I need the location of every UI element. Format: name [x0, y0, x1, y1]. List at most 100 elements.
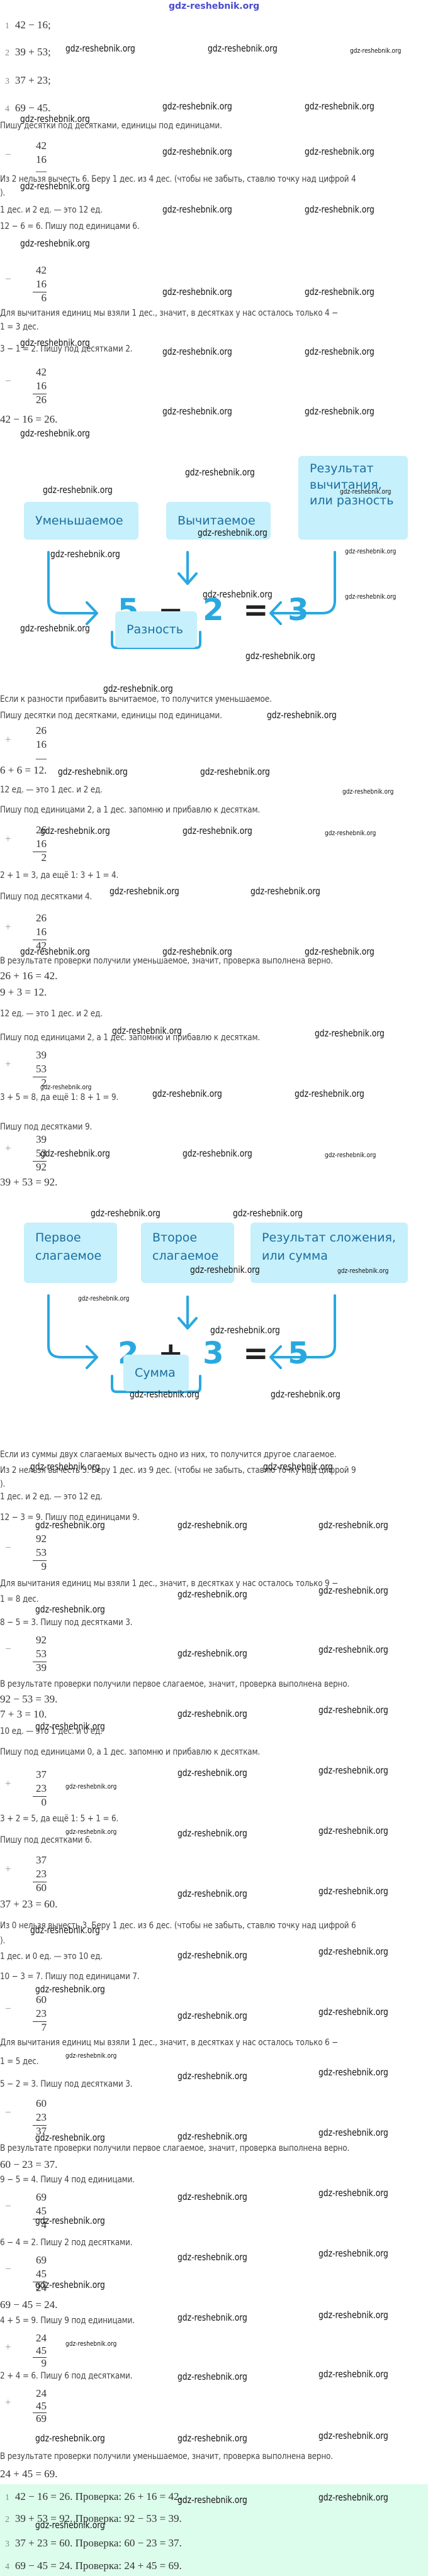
watermark: gdz-reshebnik.org: [35, 2132, 105, 2143]
watermark: gdz-reshebnik.org: [318, 1946, 388, 1957]
step-text: 12 ед. — это 1 дес. и 2 ед.: [0, 1009, 103, 1019]
verdict-text: В результате проверки получили уменьшаем…: [0, 2451, 333, 2462]
watermark: gdz-reshebnik.org: [35, 1984, 105, 1995]
watermark: gdz-reshebnik.org: [318, 2492, 388, 2503]
step-text: 9 − 5 = 4. Пишу 4 под единицами.: [0, 2175, 135, 2185]
step-text: Для вычитания единиц мы взяли 1 дес., зн…: [0, 1579, 339, 1589]
watermark: gdz-reshebnik.org: [65, 2051, 117, 2060]
watermark: gdz-reshebnik.org: [318, 2006, 388, 2018]
watermark: gdz-reshebnik.org: [350, 47, 402, 55]
step-text: 12 ед. — это 1 дес. и 2 ед.: [0, 785, 103, 795]
verdict-text: В результате проверки получили первое сл…: [0, 2143, 350, 2153]
step-text: 3 − 1 = 2. Пишу под десятками 2.: [0, 344, 133, 354]
step-text: 7 + 3 = 10.: [0, 1708, 47, 1720]
watermark: gdz-reshebnik.org: [233, 1208, 303, 1219]
arrowhead-icon: [86, 601, 98, 625]
task-item: 2 39 + 53;: [5, 46, 51, 58]
watermark: gdz-reshebnik.org: [162, 286, 232, 297]
watermark: gdz-reshebnik.org: [35, 2215, 105, 2226]
watermark: gdz-reshebnik.org: [177, 1519, 247, 1531]
step-text: 1 дес. и 0 ед. — это 10 ед.: [0, 1951, 103, 1962]
watermark: gdz-reshebnik.org: [78, 1294, 130, 1302]
arrowhead-icon: [177, 1317, 198, 1330]
watermark: gdz-reshebnik.org: [318, 2430, 388, 2441]
step-text: Из 2 нельзя вычесть 3. Беру 1 дес. из 9 …: [0, 1465, 356, 1475]
arrow-result: [271, 551, 336, 614]
watermark: gdz-reshebnik.org: [20, 946, 90, 957]
watermark: gdz-reshebnik.org: [40, 1083, 92, 1091]
watermark: gdz-reshebnik.org: [35, 2433, 105, 2444]
result-line: 60 − 23 = 37.: [0, 2158, 58, 2170]
addition-diagram: Первое слагаемое Второе слагаемое Резуль…: [0, 1189, 428, 1396]
verdict-text: В результате проверки получили первое сл…: [0, 1679, 350, 1689]
second-addend-box: Второе слагаемое: [141, 1223, 234, 1283]
step-text: Пишу десятки под десятками, единицы под …: [0, 121, 222, 131]
watermark: gdz-reshebnik.org: [325, 1151, 376, 1159]
arrowhead-icon: [269, 601, 282, 625]
result-line: 92 − 53 = 39.: [0, 1693, 58, 1705]
step-text: 9 + 3 = 12.: [0, 986, 47, 998]
task-item: 3 37 + 23;: [5, 74, 51, 86]
step-text: 1 = 5 дес.: [0, 2057, 39, 2067]
watermark: gdz-reshebnik.org: [318, 1885, 388, 1897]
subtrahend-box: Вычитаемое: [166, 502, 271, 540]
watermark: gdz-reshebnik.org: [177, 1708, 247, 1719]
step-text: Для вычитания единиц мы взяли 1 дес., зн…: [0, 308, 339, 318]
rule-text: Если к разности прибавить вычитаемое, то…: [0, 694, 272, 704]
watermark: gdz-reshebnik.org: [183, 825, 252, 836]
bracket-icon: [111, 1375, 201, 1393]
watermark: gdz-reshebnik.org: [318, 1644, 388, 1655]
step-text: Для вычитания единиц мы взяли 1 дес., зн…: [0, 2038, 339, 2048]
watermark: gdz-reshebnik.org: [50, 548, 120, 560]
watermark: gdz-reshebnik.org: [20, 623, 90, 634]
result-line: 69 − 45 = 24.: [0, 2299, 58, 2311]
difference-result-box: Результат вычитания, или разность: [298, 456, 408, 540]
step-text: 6 + 6 = 12.: [0, 764, 47, 776]
result-line: 24 + 45 = 69.: [0, 2468, 58, 2480]
watermark: gdz-reshebnik.org: [110, 886, 179, 897]
arrow-first: [47, 1294, 97, 1358]
watermark: gdz-reshebnik.org: [263, 1461, 333, 1472]
watermark: gdz-reshebnik.org: [177, 1589, 247, 1600]
step-text: Пишу под десятками 9.: [0, 1122, 93, 1132]
diagram-arrows: [47, 1294, 336, 1393]
rule-text: Если из суммы двух слагаемых вычесть одн…: [0, 1450, 337, 1460]
watermark: gdz-reshebnik.org: [177, 2131, 247, 2142]
watermark: gdz-reshebnik.org: [20, 113, 90, 125]
diagram-arrows: [47, 551, 336, 649]
result-line: 26 + 16 = 42.: [0, 970, 58, 982]
watermark: gdz-reshebnik.org: [35, 2519, 105, 2531]
watermark: gdz-reshebnik.org: [20, 428, 90, 439]
step-text: 5 − 2 = 3. Пишу под десятками 3.: [0, 2079, 133, 2089]
step-text: 2 + 4 = 6. Пишу 6 под десятками.: [0, 2371, 133, 2381]
watermark: gdz-reshebnik.org: [65, 43, 135, 54]
watermark: gdz-reshebnik.org: [35, 1519, 105, 1531]
watermark: gdz-reshebnik.org: [198, 527, 268, 538]
watermark: gdz-reshebnik.org: [177, 2371, 247, 2382]
result-line: 39 + 53 = 92.: [0, 1176, 58, 1188]
watermark: gdz-reshebnik.org: [40, 1148, 110, 1159]
watermark: gdz-reshebnik.org: [65, 2340, 117, 2348]
result-line: 42 − 16 = 26.: [0, 413, 58, 425]
step-text: Пишу под единицами 2, а 1 дес. запомню и…: [0, 805, 261, 815]
watermark: gdz-reshebnik.org: [245, 650, 315, 662]
watermark: gdz-reshebnik.org: [177, 1767, 247, 1779]
watermark: gdz-reshebnik.org: [318, 2309, 388, 2321]
watermark: gdz-reshebnik.org: [305, 146, 374, 157]
watermark: gdz-reshebnik.org: [58, 766, 128, 777]
header-watermark: gdz-reshebnik.org: [169, 1, 260, 11]
watermark: gdz-reshebnik.org: [177, 2191, 247, 2202]
watermark: gdz-reshebnik.org: [318, 1585, 388, 1596]
watermark: gdz-reshebnik.org: [318, 2127, 388, 2138]
watermark: gdz-reshebnik.org: [315, 1028, 385, 1039]
watermark: gdz-reshebnik.org: [162, 146, 232, 157]
step-text: Пишу под десятками 6.: [0, 1835, 93, 1845]
watermark: gdz-reshebnik.org: [162, 946, 232, 957]
diagram-equation: 5 − 2 = 3: [118, 592, 309, 628]
watermark: gdz-reshebnik.org: [183, 1148, 252, 1159]
watermark: gdz-reshebnik.org: [43, 484, 113, 496]
watermark: gdz-reshebnik.org: [342, 787, 394, 796]
verdict-text: В результате проверки получили уменьшаем…: [0, 956, 333, 966]
watermark: gdz-reshebnik.org: [267, 709, 337, 721]
watermark: gdz-reshebnik.org: [162, 406, 232, 417]
